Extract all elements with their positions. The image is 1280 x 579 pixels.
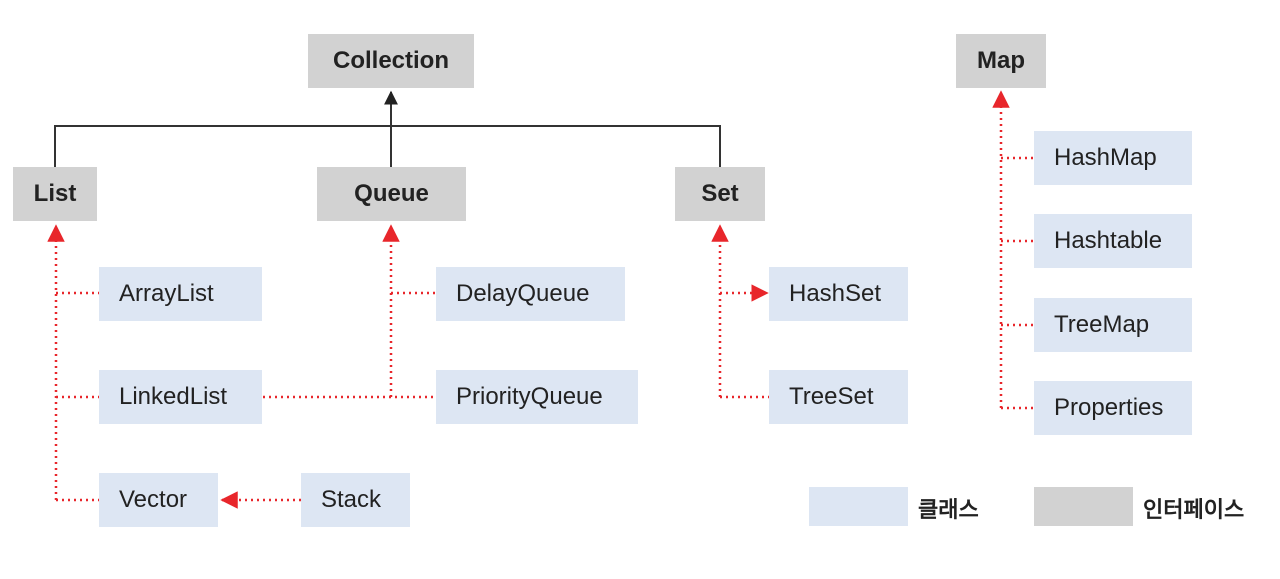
stack-class: Stack: [301, 473, 410, 527]
legend-class-swatch: [809, 487, 908, 526]
hashset-class: HashSet: [769, 267, 908, 321]
legend-class-label: 클래스: [918, 498, 979, 523]
inheritance-lines: [54, 90, 721, 167]
implementation-lines: [47, 90, 1034, 509]
linkedlist-class: LinkedList: [99, 370, 262, 424]
arraylist-class: ArrayList: [99, 267, 262, 321]
treemap-class: TreeMap: [1034, 298, 1192, 352]
vector-class: Vector: [99, 473, 218, 527]
queue-interface: Queue: [317, 167, 466, 221]
map-interface: Map: [956, 34, 1046, 88]
set-interface: Set: [675, 167, 765, 221]
delayqueue-class: DelayQueue: [436, 267, 625, 321]
hashtable-class: Hashtable: [1034, 214, 1192, 268]
hashmap-class: HashMap: [1034, 131, 1192, 185]
treeset-class: TreeSet: [769, 370, 908, 424]
legend-interface-label: 인터페이스: [1143, 498, 1245, 523]
priorityqueue-class: PriorityQueue: [436, 370, 638, 424]
legend-interface-swatch: [1034, 487, 1133, 526]
properties-class: Properties: [1034, 381, 1192, 435]
collection-interface: Collection: [308, 34, 474, 88]
list-interface: List: [13, 167, 97, 221]
